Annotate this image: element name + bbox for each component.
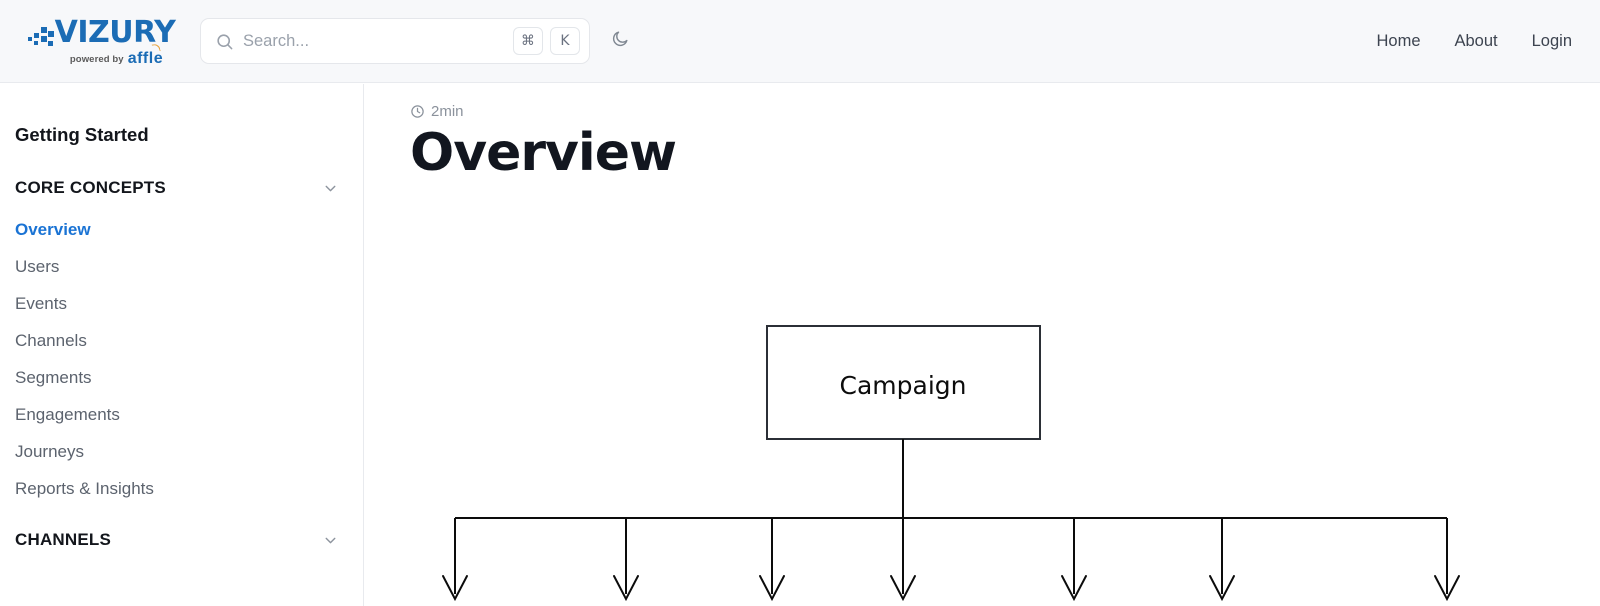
kbd-command-key[interactable]: ⌘: [513, 27, 543, 55]
diagram-branch-journeys: [1061, 518, 1087, 602]
campaign-hierarchy-diagram: Campaign: [365, 214, 1600, 606]
sidebar-item-channels[interactable]: Channels: [15, 330, 87, 350]
kbd-k-key[interactable]: K: [550, 27, 580, 55]
read-time-text: 2min: [431, 103, 464, 120]
diagram-branch-insights: [1209, 518, 1235, 602]
sidebar-item-segments[interactable]: Segments: [15, 367, 92, 387]
logo-wordmark: VIZURY: [54, 15, 176, 50]
sidebar-item-reports-and-insights[interactable]: Reports & Insights: [15, 478, 154, 498]
logo-partner-text: affle: [127, 50, 164, 67]
nav-link-home[interactable]: Home: [1376, 31, 1421, 50]
diagram-branch-events: [613, 518, 639, 602]
arrowhead-icon: [759, 575, 785, 602]
theme-toggle-button[interactable]: [605, 26, 635, 56]
logo-powered-by-text: powered by: [69, 53, 124, 65]
search-shortcut-group: ⌘ K: [513, 27, 580, 55]
diagram-branch-channels: [759, 518, 785, 602]
arrowhead-icon: [1209, 575, 1235, 602]
read-time: 2min: [410, 103, 1600, 120]
diagram-node-campaign: Campaign: [766, 325, 1041, 440]
sidebar-section-channels[interactable]: CHANNELS: [0, 530, 363, 550]
moon-icon: [611, 29, 630, 53]
sidebar-section-label: CHANNELS: [15, 530, 112, 549]
sidebar-item-journeys[interactable]: Journeys: [15, 441, 84, 461]
pixel-dots-icon: [27, 22, 54, 48]
sidebar-section-label: CORE CONCEPTS: [15, 178, 166, 197]
sidebar-item-overview[interactable]: Overview: [15, 219, 91, 239]
docs-sidebar: Getting Started CORE CONCEPTS Overview U…: [0, 84, 364, 606]
nav-link-about[interactable]: About: [1454, 31, 1498, 50]
campaign-box: [766, 325, 1041, 440]
main-navigation: Home About Login: [1376, 32, 1572, 51]
diagram-branch-engagements: [1434, 518, 1460, 602]
arrowhead-icon: [1434, 575, 1460, 602]
diagram-branch-segments: [890, 518, 916, 602]
search-icon: [215, 32, 234, 51]
nav-link-login[interactable]: Login: [1531, 31, 1572, 50]
chevron-down-icon: [322, 532, 339, 549]
sidebar-spacer: [0, 507, 363, 530]
chevron-down-icon: [322, 180, 339, 197]
logo-mark-row: VIZURY: [27, 14, 176, 50]
clock-icon: [410, 104, 425, 119]
search-placeholder-text: Search...: [243, 31, 310, 50]
search-input[interactable]: Search... ⌘ K: [200, 18, 590, 64]
diagram-branch-users: [442, 518, 468, 602]
sidebar-item-users[interactable]: Users: [15, 256, 60, 276]
top-header: VIZURY powered by affle Search... ⌘ K Ho…: [0, 0, 1600, 83]
sidebar-section-core-concepts[interactable]: CORE CONCEPTS: [0, 178, 363, 198]
sidebar-item-events[interactable]: Events: [15, 293, 67, 313]
arrowhead-icon: [1061, 575, 1087, 602]
page-title: Overview: [410, 123, 677, 183]
logo-tagline: powered by affle: [70, 50, 163, 68]
brand-logo[interactable]: VIZURY powered by affle: [14, 14, 189, 68]
arrowhead-icon: [890, 575, 916, 602]
main-content: 2min Overview Campaign: [365, 84, 1600, 606]
arrowhead-icon: [442, 575, 468, 602]
sidebar-item-engagements[interactable]: Engagements: [15, 404, 120, 424]
arrowhead-icon: [613, 575, 639, 602]
campaign-box-label: Campaign: [840, 371, 967, 400]
sidebar-item-getting-started[interactable]: Getting Started: [15, 124, 149, 145]
